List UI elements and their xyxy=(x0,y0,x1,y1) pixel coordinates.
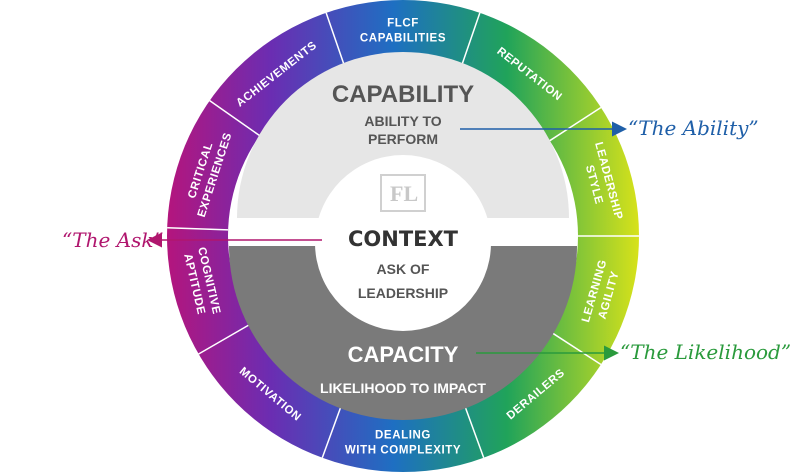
ring-divider xyxy=(459,12,481,71)
capability-title: CAPABILITY xyxy=(332,81,474,108)
capacity-sub: LIKELIHOOD TO IMPACT xyxy=(320,380,486,396)
ring-divider xyxy=(321,400,344,459)
fl-logo: FL xyxy=(380,174,426,212)
ring-divider xyxy=(209,100,261,137)
capacity-title: CAPACITY xyxy=(348,342,459,367)
ring-divider xyxy=(325,12,347,71)
logo-text: FL xyxy=(390,181,418,206)
ring-divider xyxy=(549,330,602,366)
capability-half xyxy=(237,52,569,218)
context-sub-line2: LEADERSHIP xyxy=(358,285,448,301)
context-sub-line1: ASK OF xyxy=(377,261,430,277)
context-title: CONTEXT xyxy=(348,227,459,251)
ring-divider xyxy=(549,106,602,142)
capability-sub-line1: ABILITY TO xyxy=(364,113,441,129)
ability-callout: “The Ability” xyxy=(628,116,759,140)
capacity-half xyxy=(229,246,577,420)
capability-sub-line2: PERFORM xyxy=(368,131,438,147)
ring-divider xyxy=(198,322,252,355)
ring-segment-flcf: FLCF CAPABILITIES xyxy=(360,18,446,45)
ring-segment-dealing-complexity: DEALING WITH COMPLEXITY xyxy=(345,430,461,457)
context-circle xyxy=(315,155,491,331)
ring-segment-label: DEALING xyxy=(375,430,431,442)
ring-dividers xyxy=(167,12,639,459)
ring-segment-label: CAPABILITIES xyxy=(360,33,446,45)
ring-divider xyxy=(462,400,485,459)
likelihood-callout: “The Likelihood” xyxy=(620,340,791,364)
ring-divider xyxy=(167,227,229,231)
ring-segment-label: FLCF xyxy=(387,18,419,30)
ring-segment-label: WITH COMPLEXITY xyxy=(345,445,461,457)
ask-callout: “The Ask” xyxy=(62,228,164,252)
